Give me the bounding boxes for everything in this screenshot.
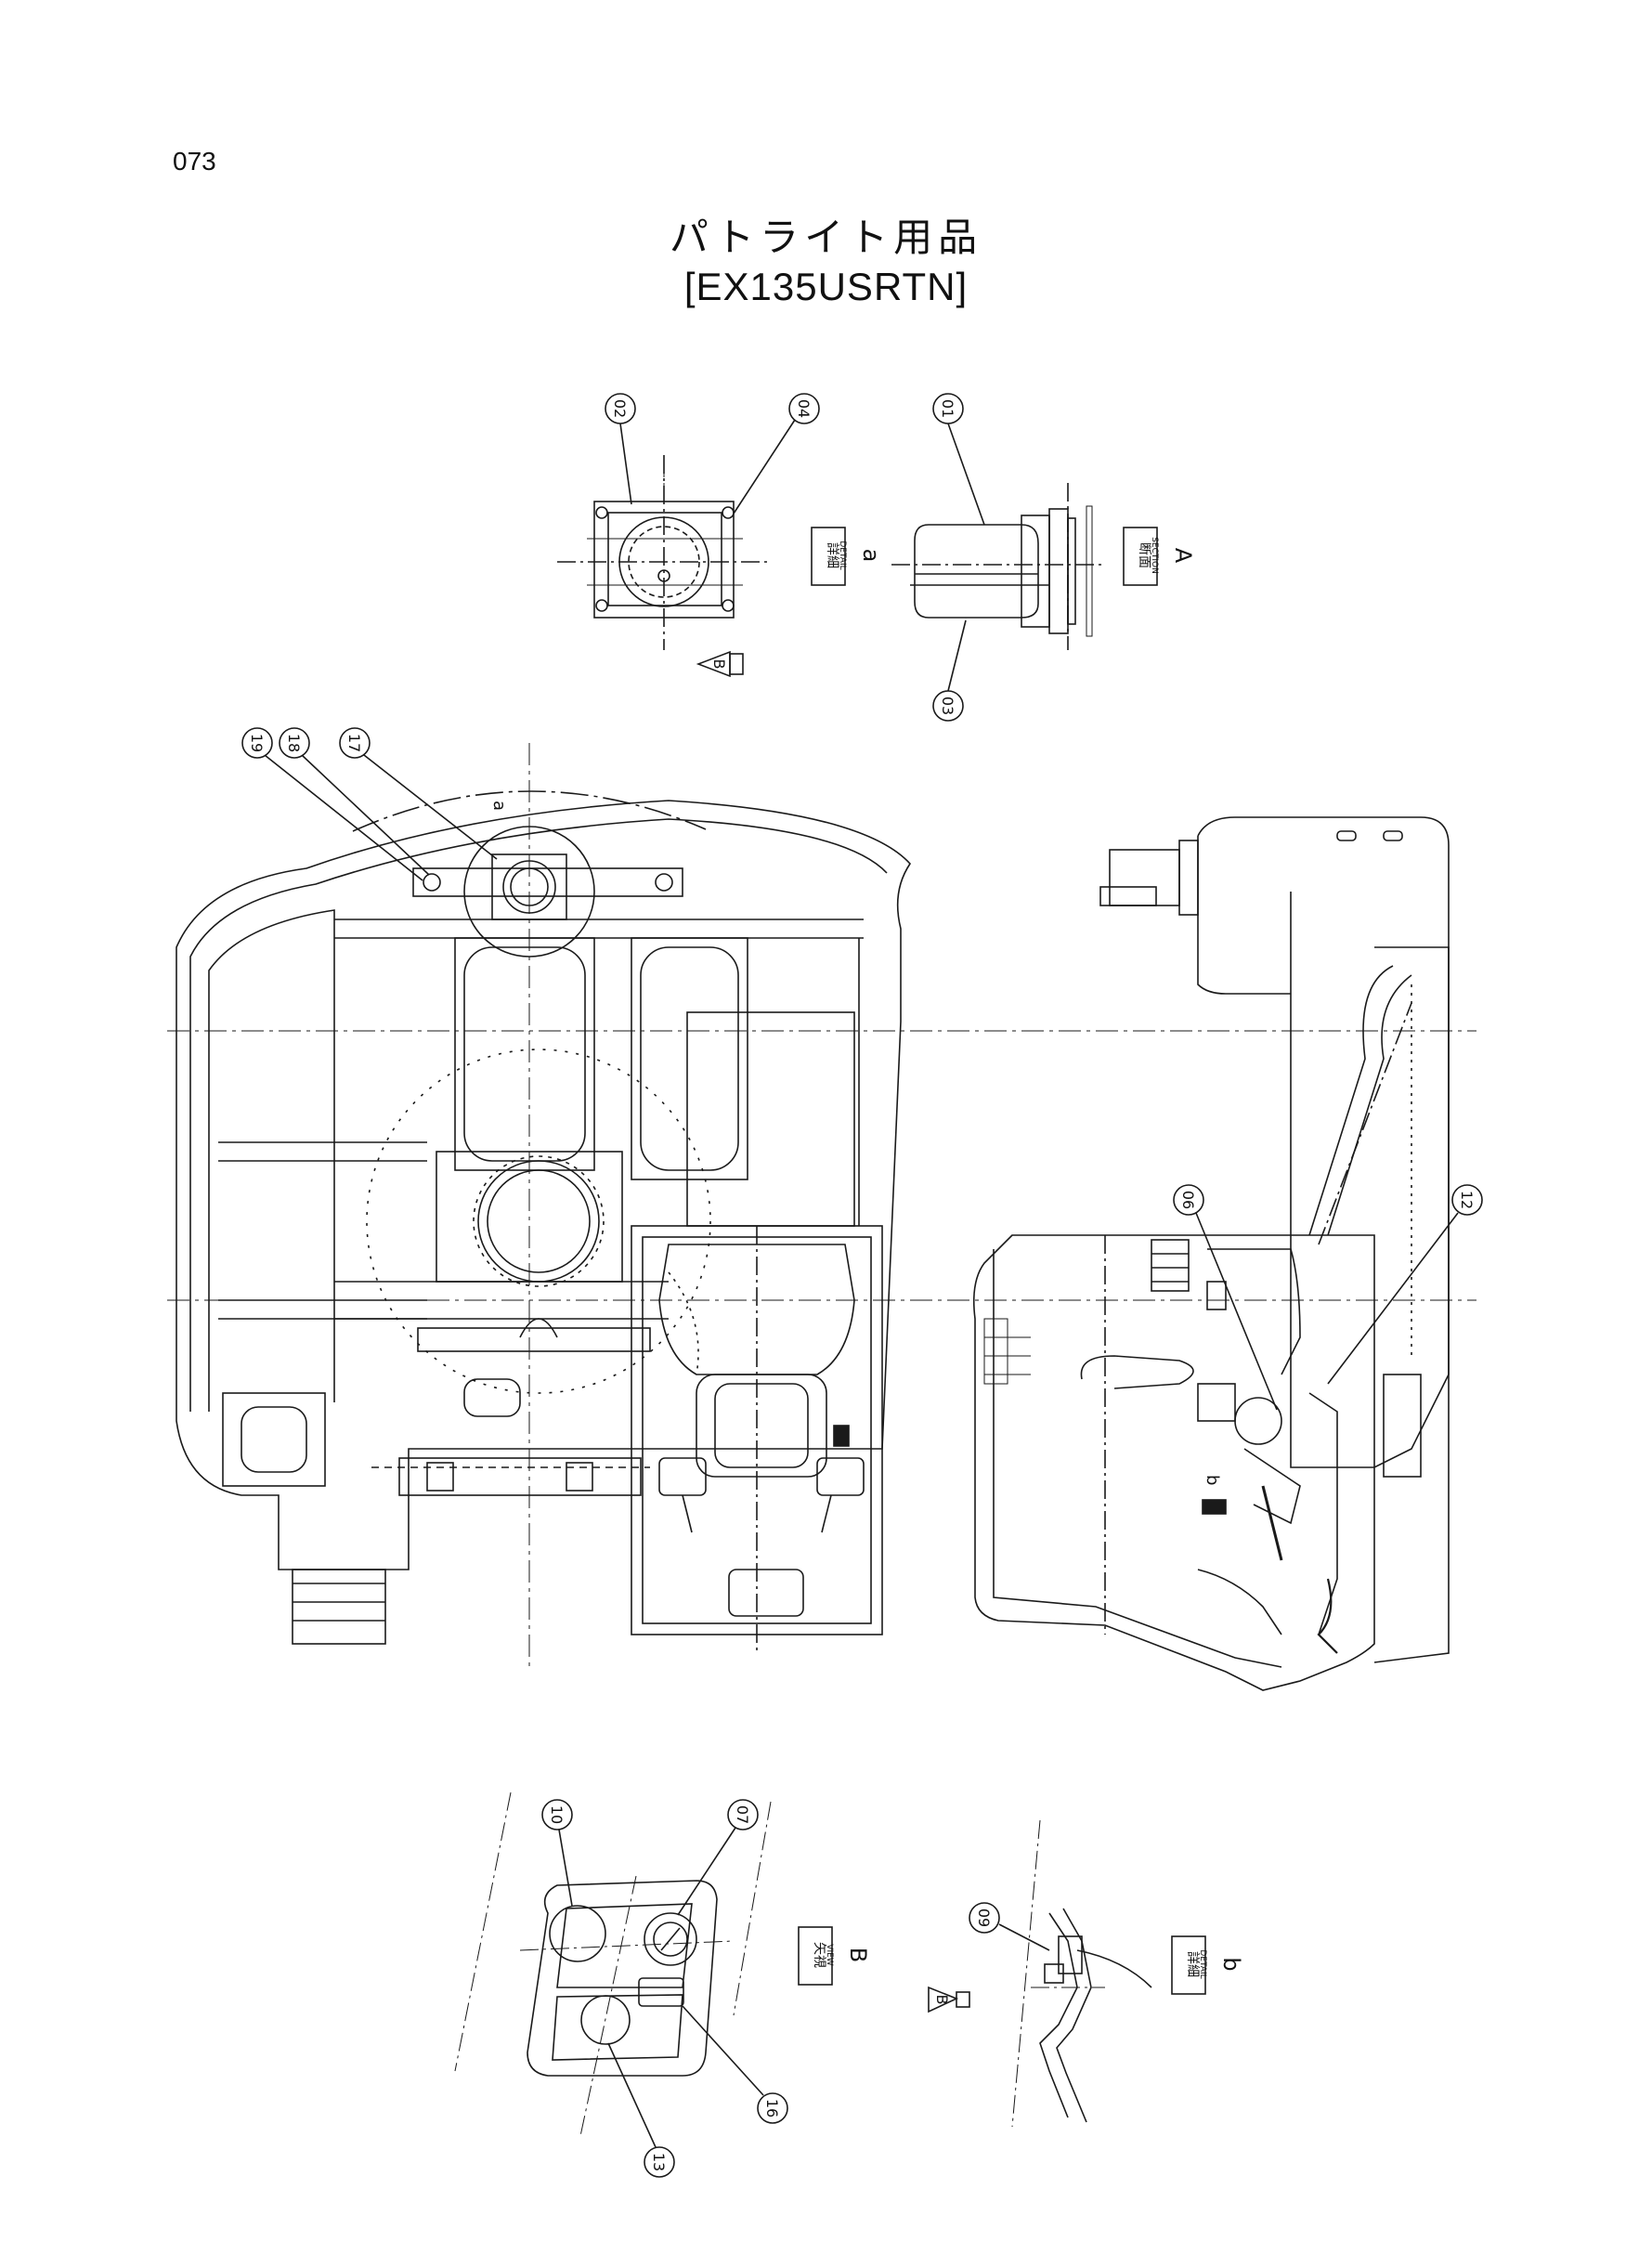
callout-09-label: 09 <box>975 1909 993 1927</box>
section-a-en: SECTION <box>1150 537 1159 574</box>
detail-b-view <box>1011 1819 1152 2128</box>
detail-b-letter: b <box>1218 1957 1244 1971</box>
cab-top-view <box>176 790 912 1645</box>
arrow-b-top: B <box>696 650 744 678</box>
detail-b-jp: 詳細 <box>1185 1951 1200 1977</box>
detail-a-en: DETAIL <box>838 541 847 569</box>
callout-16-label: 16 <box>763 2099 781 2117</box>
callout-01-label: 01 <box>939 399 956 418</box>
detail-a-letter: a <box>858 549 884 563</box>
callout-18: 18 <box>279 727 430 876</box>
view-b-label: 矢視 VIEW B <box>798 1926 871 1986</box>
page-number: 073 <box>173 147 216 176</box>
section-a-label: 断面 SECTION A <box>1123 527 1196 586</box>
callout-03: 03 <box>932 619 967 722</box>
section-a-view <box>891 483 1105 650</box>
callout-01: 01 <box>932 393 985 526</box>
callout-17-label: 17 <box>345 734 363 752</box>
callout-10: 10 <box>541 1799 573 1907</box>
view-b-en: VIEW <box>825 1944 834 1965</box>
detail-b-label: 詳細 DETAIL b <box>1171 1935 1244 1995</box>
centerlines <box>167 455 1476 1672</box>
callout-12-label: 12 <box>1458 1191 1476 1209</box>
callout-12: 12 <box>1327 1184 1483 1385</box>
annotation-a: a <box>489 801 509 811</box>
callout-06: 06 <box>1173 1184 1278 1411</box>
model-code: [EX135USRTN] <box>683 265 969 308</box>
callout-09: 09 <box>969 1902 1050 1951</box>
detail-a-view <box>557 455 771 650</box>
section-a-letter: A <box>1170 548 1196 564</box>
callout-02: 02 <box>605 393 636 505</box>
operator-seat-area <box>631 1225 883 1653</box>
arrow-b-bottom-label: B <box>933 1995 951 2005</box>
cab-side-view <box>972 816 1450 1691</box>
callout-13: 13 <box>607 2042 675 2178</box>
callout-13-label: 13 <box>650 2153 668 2171</box>
view-b-letter: B <box>845 1948 871 1962</box>
callout-04: 04 <box>733 393 820 515</box>
callout-16: 16 <box>682 2005 788 2124</box>
detail-a-jp: 詳細 <box>825 542 839 568</box>
callout-18-label: 18 <box>285 734 303 752</box>
view-b-jp: 矢視 <box>812 1942 826 1968</box>
callout-07-label: 07 <box>734 1805 751 1824</box>
callout-07: 07 <box>677 1799 759 1916</box>
callout-19-label: 19 <box>248 734 266 752</box>
callout-04-label: 04 <box>795 399 813 418</box>
callout-19: 19 <box>241 727 423 881</box>
callout-03-label: 03 <box>939 697 956 715</box>
page-title: パトライト用品 <box>669 215 983 260</box>
annotation-b: b <box>1203 1475 1222 1485</box>
arrow-b-top-label: B <box>710 659 728 670</box>
callout-06-label: 06 <box>1179 1191 1197 1209</box>
section-a-jp: 断面 <box>1137 542 1151 568</box>
callout-17: 17 <box>339 727 498 860</box>
detail-b-en: DETAIL <box>1198 1949 1207 1978</box>
arrow-b-bottom: B <box>928 1986 970 2013</box>
callout-02-label: 02 <box>611 399 629 418</box>
callout-10-label: 10 <box>548 1805 566 1824</box>
view-b-panel <box>454 1791 772 2137</box>
detail-a-label: 詳細 DETAIL a <box>811 527 884 586</box>
